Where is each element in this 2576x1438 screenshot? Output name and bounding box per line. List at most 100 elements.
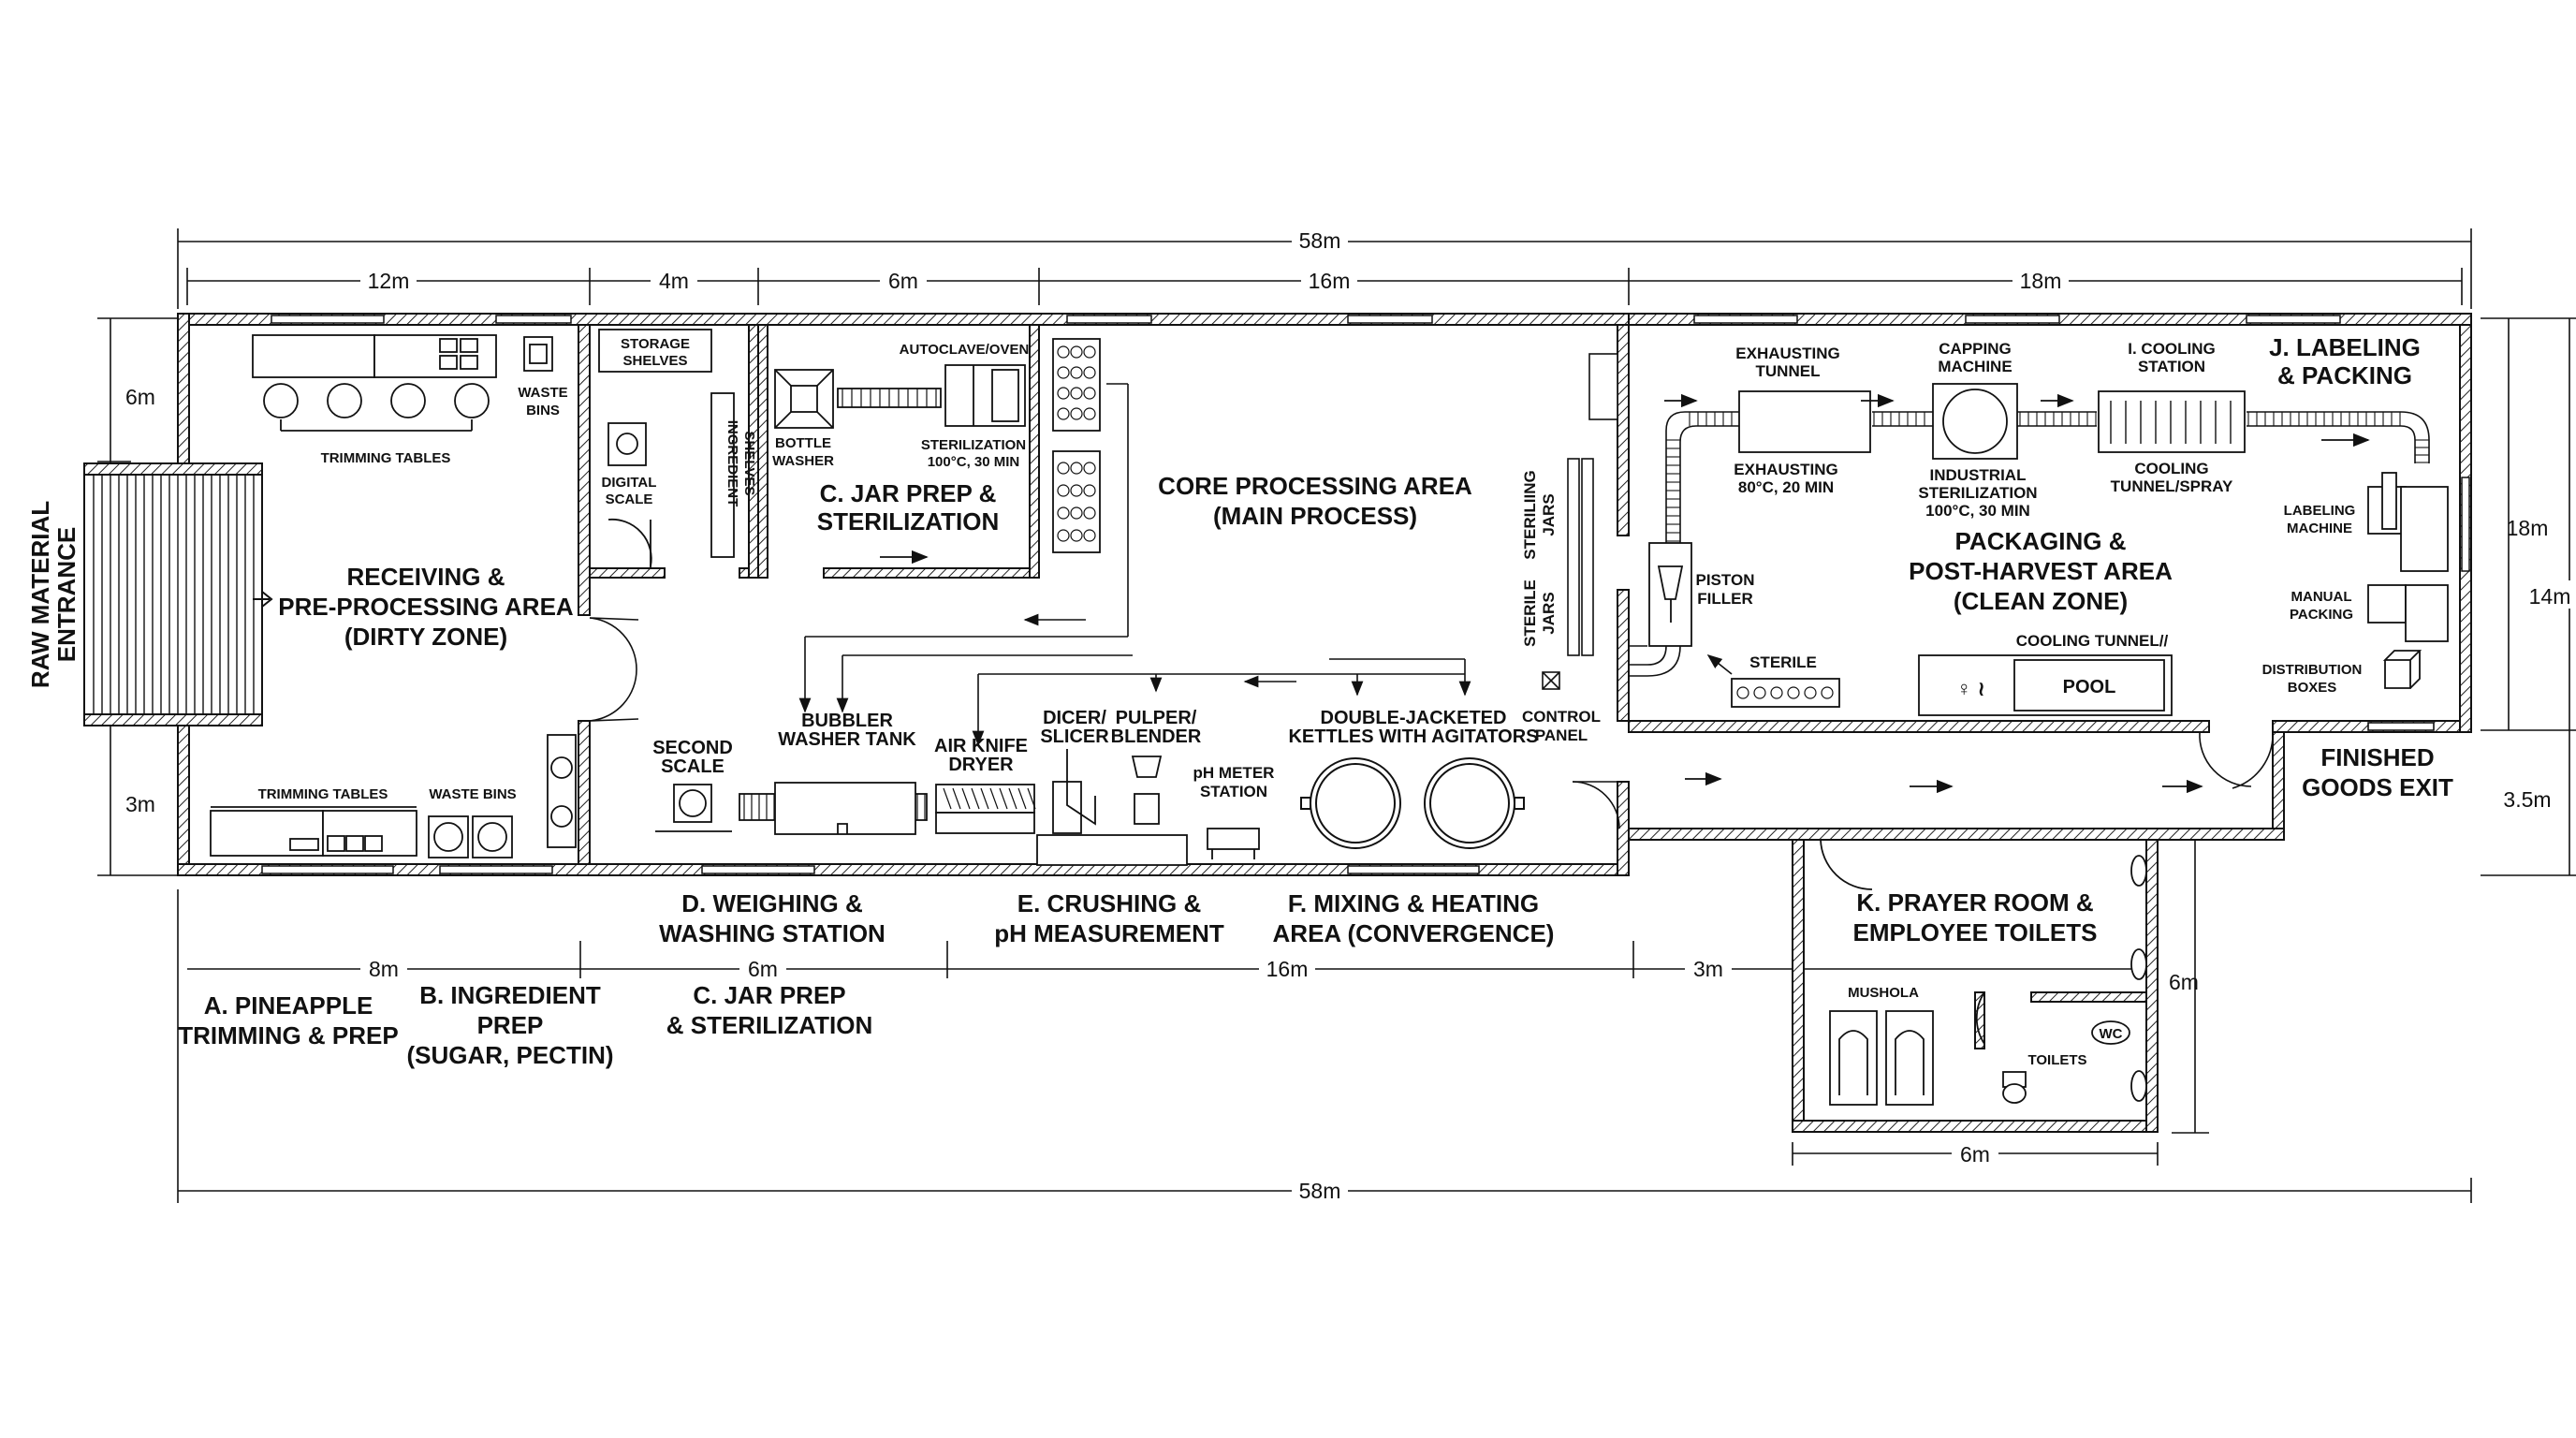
capping-machine-label-2: MACHINE [1938, 358, 2012, 375]
waste-bins-label-1: WASTE [518, 385, 567, 401]
air-knife-label-1: AIR KNIFE [934, 736, 1028, 756]
dim-right-14: 14m [2529, 584, 2571, 609]
storage-shelves [598, 329, 735, 568]
jar-prep-equipment [774, 364, 1026, 429]
trimming-tables-top [252, 334, 497, 432]
storage-shelves-label-2: SHELVES [623, 353, 688, 369]
trimming-tables-bottom [210, 806, 417, 857]
zone-e-label-2: pH MEASUREMENT [994, 919, 1224, 947]
second-scale-label-2: SCALE [661, 756, 724, 777]
finished-goods-exit-door [2367, 722, 2435, 731]
dim-bottom-6: 6m [748, 957, 778, 981]
dim-toilet-6v: 6m [2169, 970, 2199, 994]
kettles-label-1: DOUBLE-JACKETED [1321, 708, 1507, 728]
core-process-flow-lines [798, 613, 1471, 746]
dim-left-3: 3m [125, 792, 155, 816]
sterile-jars-racks [1542, 353, 1618, 690]
dim-total-bottom: 58m [1299, 1179, 1341, 1203]
zone-b-label-3: (SUGAR, PECTIN) [407, 1041, 614, 1069]
waste-bins-top [523, 336, 553, 372]
dim-right-18: 18m [2507, 516, 2549, 540]
dim-top-16: 16m [1309, 269, 1351, 293]
industrial-sterilization-label-1: INDUSTRIAL [1930, 466, 2027, 484]
autoclave-label: AUTOCLAVE/OVEN [900, 342, 1030, 358]
prayer-room-label-2: EMPLOYEE TOILETS [1852, 918, 2097, 946]
pool-figure-icon: ♀ ≀ [1956, 677, 1985, 700]
industrial-sterilization-label-3: 100°C, 30 MIN [1925, 502, 2030, 520]
receiving-area-label-3: (DIRTY ZONE) [344, 623, 507, 651]
storage-shelves-label-1: STORAGE [621, 336, 690, 352]
mushola-label: MUSHOLA [1848, 985, 1919, 1001]
labeling-machine-label-1: LABELING [2284, 503, 2356, 519]
cooling-tunnel-label-1: COOLING [2134, 460, 2208, 477]
sterilization-label-1: STERILIZATION [921, 437, 1026, 453]
control-panel-label-1: CONTROL [1522, 708, 1601, 726]
pulper-blender-label-2: BLENDER [1111, 726, 1202, 747]
zone-d-label-1: D. WEIGHING & [681, 889, 863, 917]
ph-meter-label-1: pH METER [1193, 764, 1275, 782]
zone-a-label-1: A. PINEAPPLE [204, 991, 373, 1020]
trimming-tables-top-label: TRIMMING TABLES [321, 450, 451, 466]
dim-bottom-8: 8m [369, 957, 399, 981]
weighing-washing-equipment [655, 782, 1035, 835]
bubbler-label-1: BUBBLER [801, 711, 893, 731]
receiving-double-door [589, 617, 639, 722]
bottle-washer-label-1: BOTTLE [775, 435, 831, 451]
prayer-room-label-1: K. PRAYER ROOM & [1856, 888, 2093, 917]
packaging-area-label-3: (CLEAN ZONE) [1954, 587, 2128, 615]
cooling-tunnel-pool-label: COOLING TUNNEL// [2016, 632, 2169, 650]
sterile-jars-label-2: JARS [1540, 592, 1558, 634]
labeling-packing-label-1: J. LABELING [2269, 333, 2421, 361]
entrance-arrow-icon [253, 591, 273, 608]
double-jacketed-kettles [1300, 757, 1525, 849]
trimming-tables-bottom-label: TRIMMING TABLES [258, 786, 388, 802]
dim-toilet-6h: 6m [1960, 1142, 1990, 1167]
pulper-blender-label-1: PULPER/ [1116, 708, 1197, 728]
dim-top-18: 18m [2020, 269, 2062, 293]
distribution-boxes-label-2: BOXES [2288, 680, 2337, 696]
zone-b-label-2: PREP [477, 1011, 544, 1039]
zone-d-label-2: WASHING STATION [659, 919, 886, 947]
dim-right-3-5: 3.5m [2503, 787, 2551, 812]
receiving-area-label-1: RECEIVING & [346, 563, 505, 591]
labeling-machine-label-2: MACHINE [2287, 521, 2352, 536]
bubbler-label-2: WASHER TANK [778, 729, 916, 750]
toilets-label: TOILETS [2027, 1052, 2086, 1068]
wc-sign-icon: WC [2100, 1026, 2123, 1042]
waste-bins-bottom-label: WASTE BINS [429, 786, 516, 802]
zone-c-label-1: C. JAR PREP [693, 981, 845, 1009]
steriling-jars-label-2: JARS [1540, 493, 1558, 536]
raw-material-entrance-ramp [83, 462, 263, 726]
dicer-slicer-label-1: DICER/ [1043, 708, 1106, 728]
dim-bottom-16: 16m [1266, 957, 1309, 981]
zone-e-label-1: E. CRUSHING & [1017, 889, 1201, 917]
raw-material-entrance-label-2: ENTRANCE [52, 527, 80, 662]
finished-goods-label-2: GOODS EXIT [2302, 773, 2453, 801]
ingredient-shelves-label-2: SHELVES [741, 432, 757, 496]
kettles-label-2: KETTLES WITH AGITATORS [1288, 726, 1538, 747]
corridor-door [2199, 731, 2274, 789]
digital-scale-label-2: SCALE [606, 492, 653, 507]
bottle-washer-label-2: WASHER [772, 453, 834, 469]
jar-prep-room-label-1: C. JAR PREP & [820, 479, 997, 507]
raw-material-entrance-label-1: RAW MATERIAL [26, 501, 54, 688]
cooling-tunnel-label-2: TUNNEL/SPRAY [2111, 477, 2233, 495]
manual-packing-label-2: PACKING [2290, 607, 2353, 623]
core-processing-label-2: (MAIN PROCESS) [1213, 502, 1417, 530]
control-panel-label-2: PANEL [1535, 726, 1588, 744]
jar-prep-room-label-2: STERILIZATION [817, 507, 1000, 536]
dim-top-6: 6m [888, 269, 918, 293]
exhausting-tunnel-label-1: EXHAUSTING [1735, 345, 1839, 362]
finished-goods-label-1: FINISHED [2320, 743, 2434, 771]
dim-bottom-3: 3m [1693, 957, 1723, 981]
sterilization-label-2: 100°C, 30 MIN [928, 454, 1020, 470]
digital-scale-label-1: DIGITAL [602, 475, 657, 491]
dim-total-top: 58m [1299, 228, 1341, 253]
dim-top-12: 12m [368, 269, 410, 293]
cooling-station-label-1: I. COOLING [2128, 340, 2216, 358]
capping-machine-label-1: CAPPING [1939, 340, 2011, 358]
zone-f-label-1: F. MIXING & HEATING [1288, 889, 1539, 917]
zone-f-label-2: AREA (CONVERGENCE) [1273, 919, 1555, 947]
steriling-jars-label-1: STERILIING [1521, 470, 1539, 559]
